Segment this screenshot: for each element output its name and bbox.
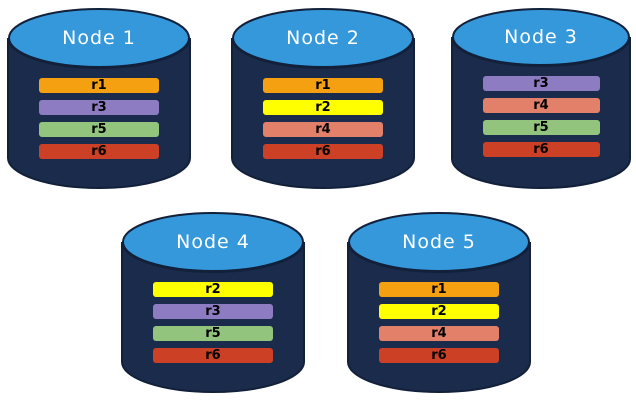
replica-list: r3 r4 r5 r6 [452, 76, 630, 157]
replica-bar[interactable]: r5 [482, 120, 600, 135]
replica-bar[interactable]: r5 [153, 326, 273, 341]
replica-bar[interactable]: r3 [153, 304, 273, 319]
replica-bar[interactable]: r3 [39, 100, 159, 115]
replica-bar[interactable]: r1 [263, 78, 383, 93]
replica-bar[interactable]: r3 [482, 76, 600, 91]
replica-bar[interactable]: r6 [379, 348, 499, 363]
replica-bar[interactable]: r2 [153, 282, 273, 297]
replica-bar[interactable]: r6 [39, 144, 159, 159]
cylinder-top-ellipse [232, 8, 414, 68]
cylinder-top-ellipse [122, 212, 304, 272]
replica-bar[interactable]: r4 [482, 98, 600, 113]
replica-bar[interactable]: r1 [379, 282, 499, 297]
replica-list: r2 r3 r5 r6 [122, 282, 304, 363]
replica-bar[interactable]: r4 [379, 326, 499, 341]
replica-bar[interactable]: r1 [39, 78, 159, 93]
cylinder-top-ellipse [8, 8, 190, 68]
replica-bar[interactable]: r2 [379, 304, 499, 319]
replica-bar[interactable]: r6 [263, 144, 383, 159]
replica-bar[interactable]: r2 [263, 100, 383, 115]
cylinder-top-ellipse [452, 8, 630, 66]
replica-list: r1 r3 r5 r6 [8, 78, 190, 159]
replica-bar[interactable]: r4 [263, 122, 383, 137]
cylinder-top-ellipse [348, 212, 530, 272]
replica-list: r1 r2 r4 r6 [348, 282, 530, 363]
replica-bar[interactable]: r5 [39, 122, 159, 137]
replica-list: r1 r2 r4 r6 [232, 78, 414, 159]
replica-bar[interactable]: r6 [482, 142, 600, 157]
replica-bar[interactable]: r6 [153, 348, 273, 363]
